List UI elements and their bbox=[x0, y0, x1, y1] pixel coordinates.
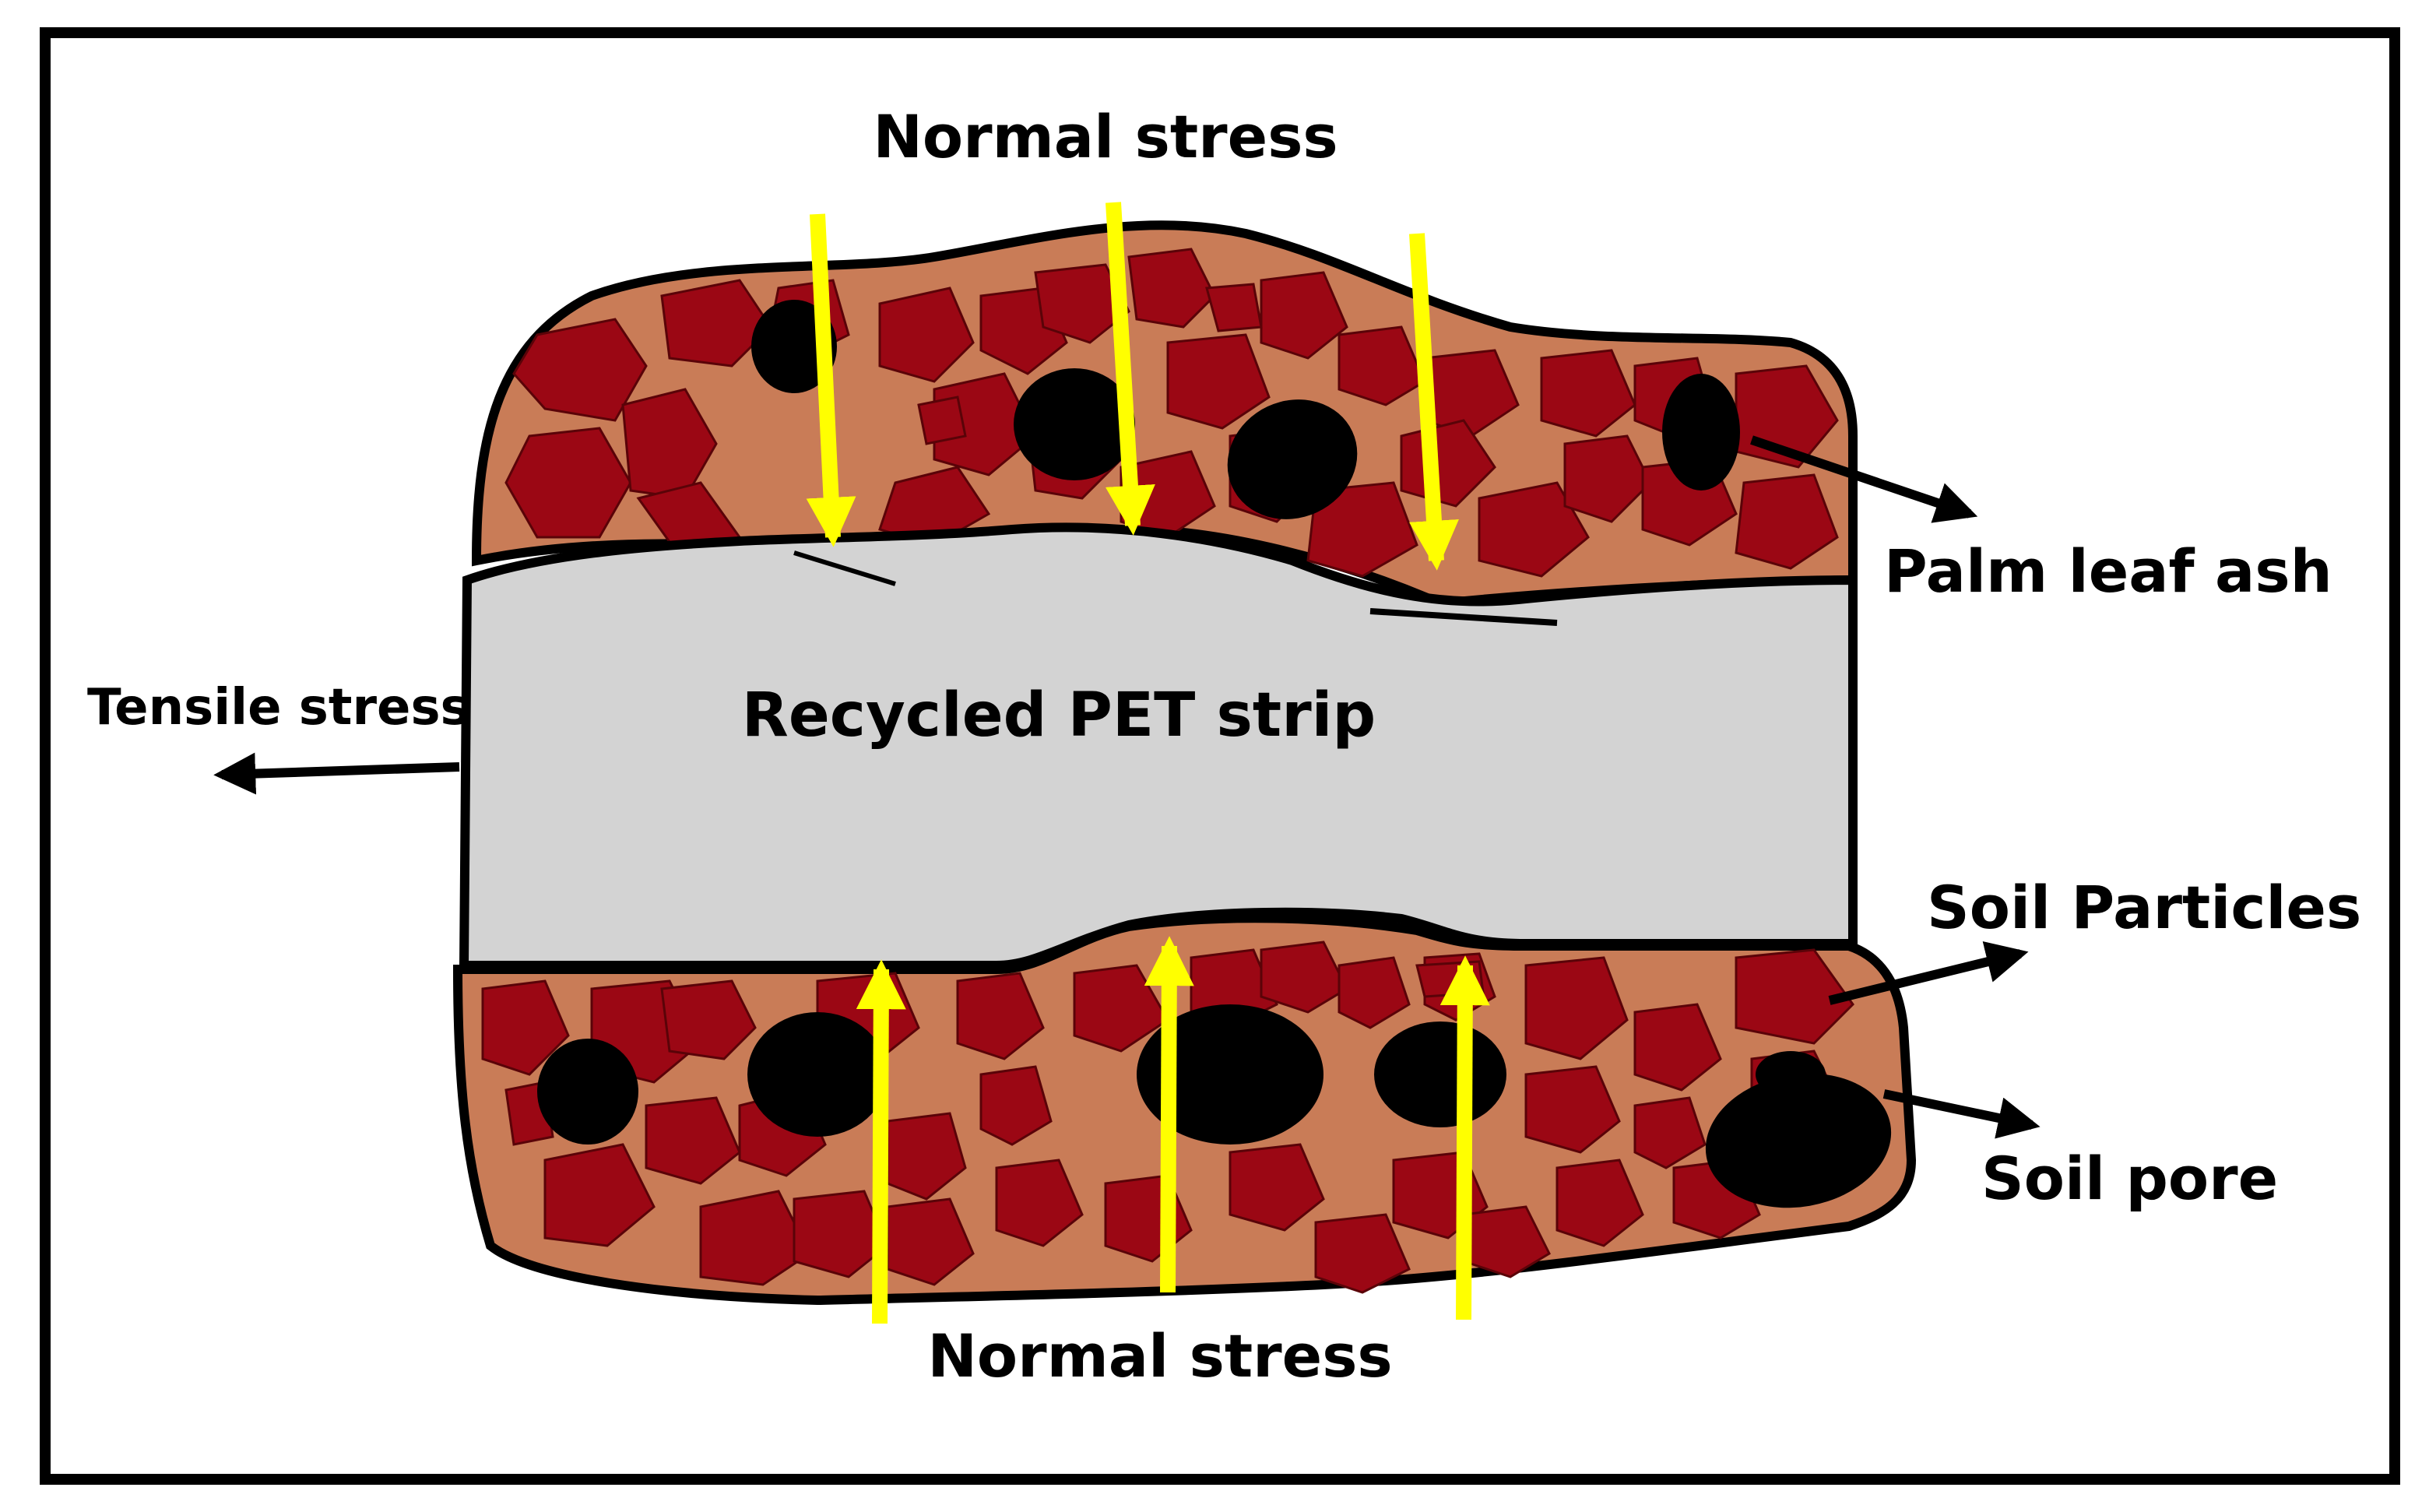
top-stress-arrow-1 bbox=[806, 213, 856, 547]
bottom-soil-pores bbox=[537, 1004, 1892, 1208]
bottom-stress-arrow-2 bbox=[1144, 936, 1194, 1293]
tensile-stress-arrow bbox=[213, 752, 460, 795]
top-stress-arrow-3 bbox=[1409, 233, 1459, 571]
normal-stress-bottom-label: Normal stress bbox=[927, 1321, 1392, 1391]
tensile-stress-label: Tensile stress bbox=[87, 679, 470, 737]
top-stress-arrow-2 bbox=[1105, 202, 1155, 536]
palm-leaf-ash-pointer bbox=[1750, 435, 1978, 523]
normal-stress-top-label: Normal stress bbox=[873, 102, 1338, 171]
soil-particles-pointer bbox=[1828, 941, 2029, 1005]
soil-pore-pointer bbox=[1882, 1089, 2041, 1139]
bottom-soil-layer bbox=[452, 913, 1917, 1306]
soil-pore-label: Soil pore bbox=[1981, 1144, 2278, 1213]
bottom-normal-stress-arrows bbox=[856, 936, 1490, 1324]
top-normal-stress-arrows bbox=[806, 202, 1459, 571]
strip-edge-crack-right bbox=[1369, 608, 1558, 626]
bottom-stress-arrow-1 bbox=[856, 959, 906, 1324]
strip-edge-crack-left bbox=[793, 550, 896, 586]
recycled-pet-strip-label: Recycled PET strip bbox=[742, 680, 1376, 751]
soil-particles-label: Soil Particles bbox=[1927, 873, 2361, 942]
pointer-arrows bbox=[213, 435, 2041, 1139]
top-soil-pores bbox=[751, 300, 1740, 519]
bottom-stress-arrow-3 bbox=[1439, 955, 1490, 1320]
palm-leaf-ash-label: Palm leaf ash bbox=[1884, 536, 2332, 606]
